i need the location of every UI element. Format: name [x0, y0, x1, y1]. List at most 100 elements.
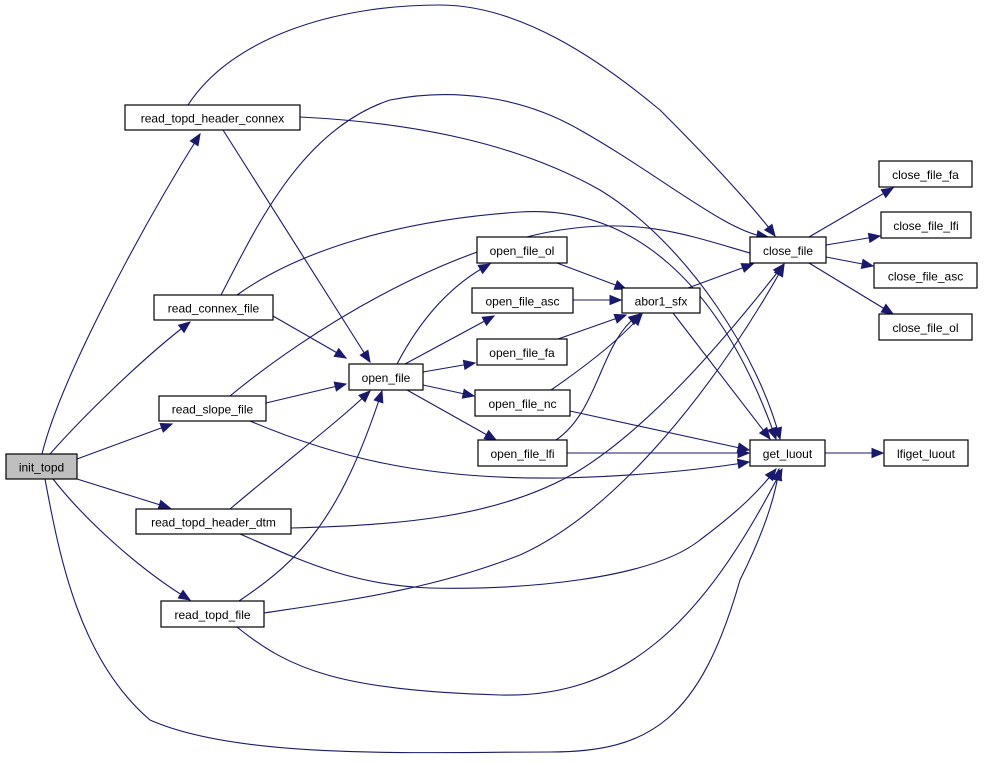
node-box [873, 262, 978, 289]
edge-line [404, 315, 495, 365]
edge-line [236, 211, 777, 440]
arrowhead-icon [461, 388, 476, 399]
arrowhead-icon [767, 426, 778, 441]
arrowhead-icon [462, 359, 477, 371]
node-box [124, 104, 301, 131]
arrowhead-icon [880, 187, 895, 199]
node-abor1-sfx[interactable]: abor1_sfx [621, 287, 701, 314]
arrowhead-icon [483, 429, 498, 441]
node-box [476, 236, 568, 264]
node-open-file-ol[interactable]: open_file_ol [476, 236, 568, 264]
edge-open_file-to-open_file_lfi [406, 389, 498, 441]
node-lfiget-luout[interactable]: lfiget_luout [883, 439, 969, 467]
node-box [621, 287, 701, 314]
node-read-topd-header-connex[interactable]: read_topd_header_connex [124, 104, 301, 131]
arrowhead-icon [871, 447, 885, 459]
node-open-file-asc[interactable]: open_file_asc [471, 287, 574, 314]
arrowhead-icon [159, 423, 174, 433]
node-label: read_topd_header_dtm [151, 516, 276, 530]
node-box [135, 508, 292, 535]
node-label: read_topd_file [174, 608, 250, 622]
arrowhead-icon [613, 280, 628, 290]
node-box [878, 313, 973, 341]
node-open-file-nc[interactable]: open_file_nc [474, 389, 571, 417]
arrowhead-icon [333, 381, 348, 392]
node-close-file-asc[interactable]: close_file_asc [873, 262, 978, 289]
node-open-file-fa[interactable]: open_file_fa [476, 338, 568, 366]
edge-read_topd_file-to-get_luout [236, 467, 783, 696]
arrowhead-icon [773, 263, 785, 278]
node-read-topd-file[interactable]: read_topd_file [160, 600, 265, 628]
node-label: open_file_fa [489, 346, 555, 360]
edge-line [396, 263, 491, 365]
edge-line [220, 94, 769, 296]
arrowhead-icon [867, 232, 882, 244]
node-box [474, 389, 571, 417]
arrowhead-icon [373, 389, 384, 404]
edge-line [808, 262, 894, 315]
arrowhead-icon [763, 223, 776, 238]
arrowhead-icon [157, 499, 172, 510]
edge-init_topd-to-read_topd_header_connex [41, 132, 201, 455]
node-label: close_file [763, 244, 813, 258]
node-open-file[interactable]: open_file [348, 363, 424, 391]
arrowhead-icon [737, 447, 751, 459]
node-label: open_file_lfi [490, 447, 554, 461]
node-read-topd-header-dtm[interactable]: read_topd_header_dtm [135, 508, 292, 535]
node-label: close_file_ol [892, 321, 958, 335]
edge-init_topd-to-read_connex_file [49, 321, 192, 455]
node-read-slope-file[interactable]: read_slope_file [158, 395, 267, 422]
node-close-file-ol[interactable]: close_file_ol [878, 313, 973, 341]
edge-line [229, 225, 769, 397]
edge-line [556, 262, 627, 290]
node-box [477, 439, 568, 467]
edge-open_file-to-open_file_ol [396, 263, 492, 365]
arrowhead-icon [189, 132, 201, 147]
node-box [348, 363, 424, 391]
edge-read_topd_header_connex-to-open_file [222, 129, 371, 364]
edge-open_file_fa-to-abor1_sfx [557, 313, 628, 340]
node-box [883, 439, 969, 467]
edge-line [263, 264, 785, 614]
edge-abor1_sfx-to-close_file [687, 263, 755, 289]
node-box [158, 395, 267, 422]
arrowhead-icon [358, 390, 371, 403]
node-close-file-fa[interactable]: close_file_fa [878, 160, 973, 188]
arrowhead-icon [177, 321, 192, 334]
node-close-file-lfi[interactable]: close_file_lfi [880, 211, 972, 239]
node-close-file[interactable]: close_file [749, 236, 827, 264]
edge-read_topd_header_connex-to-close_file [187, 4, 776, 238]
edge-line [52, 478, 191, 601]
edge-init_topd-to-read_slope_file [76, 423, 174, 460]
node-label: read_topd_header_connex [141, 112, 284, 126]
edge-line [49, 321, 191, 455]
edge-line [236, 468, 783, 696]
edge-close_file-to-close_file_ol [808, 262, 895, 315]
node-label: close_file_asc [888, 270, 963, 284]
node-box [749, 236, 827, 264]
edge-open_file_asc-to-abor1_sfx [573, 294, 623, 306]
edge-read_connex_file-to-get_luout [236, 211, 778, 441]
edge-read_topd_file-to-close_file [263, 263, 785, 614]
node-label: open_file_asc [485, 295, 559, 309]
edge-line [808, 187, 894, 238]
edge-line [44, 468, 780, 754]
node-box [878, 160, 973, 188]
arrowhead-icon [772, 467, 783, 482]
node-label: read_slope_file [172, 403, 254, 417]
edge-line [299, 116, 781, 440]
edge-line [76, 478, 171, 509]
arrowhead-icon [860, 258, 875, 269]
node-label: get_luout [763, 447, 813, 461]
arrowhead-icon [177, 589, 192, 601]
edge-line [229, 390, 371, 510]
node-label: open_file_nc [488, 397, 556, 411]
node-box [153, 294, 274, 321]
arrowhead-icon [609, 294, 623, 306]
node-open-file-lfi[interactable]: open_file_lfi [477, 439, 568, 467]
node-init-topd[interactable]: init_topd [5, 453, 78, 480]
node-read-connex-file[interactable]: read_connex_file [153, 294, 274, 321]
node-get-luout[interactable]: get_luout [749, 439, 826, 467]
edge-line [239, 468, 777, 589]
arrowhead-icon [764, 467, 777, 482]
